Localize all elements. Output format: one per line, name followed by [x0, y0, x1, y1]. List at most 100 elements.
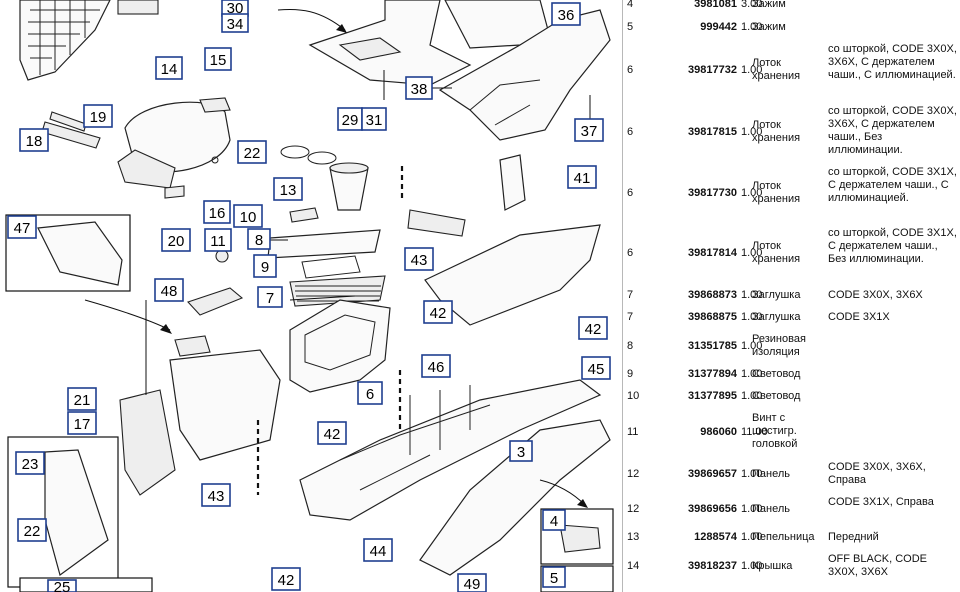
callout-29: 29 [337, 107, 363, 131]
svg-text:44: 44 [370, 543, 387, 560]
small-bracket [117, 0, 159, 15]
callout-22b: 22 [17, 518, 47, 542]
callout-7: 7 [257, 286, 283, 308]
svg-text:7: 7 [266, 290, 274, 307]
callout-3: 3 [509, 440, 533, 462]
svg-text:22: 22 [24, 523, 41, 540]
armrest-lid [117, 97, 231, 189]
side-panel-left [169, 349, 281, 461]
callout-47: 47 [7, 215, 37, 239]
svg-text:37: 37 [581, 123, 598, 140]
callout-48: 48 [154, 278, 184, 302]
parts-diagram: 30 34 36 14 15 38 29 31 37 19 18 22 13 4… [5, 0, 614, 592]
callout-15: 15 [204, 47, 232, 71]
console-base [299, 379, 602, 521]
svg-text:42: 42 [430, 305, 447, 322]
callout-13: 13 [273, 177, 303, 201]
callout-4: 4 [542, 509, 566, 531]
callout-46: 46 [421, 354, 451, 378]
lower-panel-right [419, 419, 611, 576]
callout-36: 36 [551, 2, 581, 26]
svg-text:38: 38 [411, 81, 428, 98]
callout-42d: 42 [578, 316, 608, 340]
callout-34: 34 [221, 13, 249, 33]
callout-44: 44 [363, 538, 393, 562]
cupholder-frame [438, 9, 611, 141]
svg-text:31: 31 [366, 112, 383, 129]
callout-37: 37 [574, 118, 604, 142]
bracket-left [119, 389, 176, 496]
callout-19: 19 [83, 104, 113, 128]
callout-42a: 42 [423, 300, 453, 324]
callout-25: 25 [47, 579, 77, 592]
callout-41: 41 [567, 165, 597, 189]
svg-text:17: 17 [74, 416, 91, 433]
svg-text:5: 5 [550, 570, 558, 587]
svg-text:42: 42 [278, 572, 295, 589]
callout-17: 17 [67, 411, 97, 435]
callout-14: 14 [155, 56, 183, 80]
svg-text:42: 42 [324, 426, 341, 443]
svg-text:15: 15 [210, 52, 227, 69]
callout-42c: 42 [317, 421, 347, 445]
callout-8: 8 [247, 228, 271, 250]
ashtray [329, 167, 369, 211]
storage-tray [289, 299, 391, 393]
callout-42b: 42 [271, 567, 301, 591]
svg-text:20: 20 [168, 233, 185, 250]
inset-box-47 [5, 214, 131, 292]
svg-text:18: 18 [26, 133, 43, 150]
svg-text:47: 47 [14, 220, 31, 237]
callout-43a: 43 [404, 247, 434, 271]
svg-text:43: 43 [411, 252, 428, 269]
svg-text:48: 48 [161, 283, 178, 300]
callout-6: 6 [357, 381, 383, 405]
svg-text:9: 9 [261, 259, 269, 276]
svg-text:46: 46 [428, 359, 445, 376]
svg-text:22: 22 [244, 145, 261, 162]
rubber-seal [267, 229, 381, 259]
svg-text:4: 4 [550, 513, 558, 530]
callout-30: 30 [221, 0, 249, 17]
svg-text:36: 36 [558, 7, 575, 24]
svg-text:14: 14 [161, 61, 178, 78]
svg-text:41: 41 [574, 170, 591, 187]
callout-9: 9 [253, 254, 277, 278]
mesh-panel [19, 0, 111, 81]
callout-31: 31 [361, 107, 387, 131]
svg-text:3: 3 [517, 444, 525, 461]
svg-text:19: 19 [90, 109, 107, 126]
svg-text:10: 10 [240, 209, 257, 226]
svg-text:30: 30 [227, 0, 244, 17]
callout-10: 10 [233, 204, 263, 228]
callout-21: 21 [67, 387, 97, 411]
svg-text:49: 49 [464, 576, 481, 592]
callout-43b: 43 [201, 483, 231, 507]
svg-text:8: 8 [255, 232, 263, 249]
callout-45: 45 [581, 356, 611, 380]
callout-16: 16 [203, 200, 231, 224]
svg-text:16: 16 [209, 205, 226, 222]
callout-38: 38 [405, 76, 433, 100]
svg-text:6: 6 [366, 386, 374, 403]
callout-5: 5 [542, 566, 566, 588]
svg-text:34: 34 [227, 16, 244, 33]
screw [215, 249, 229, 263]
callout-11: 11 [204, 228, 232, 252]
svg-text:42: 42 [585, 321, 602, 338]
svg-text:29: 29 [342, 112, 359, 129]
svg-text:21: 21 [74, 392, 91, 409]
svg-text:43: 43 [208, 488, 225, 505]
svg-text:45: 45 [588, 361, 605, 378]
console-upper-frame [308, 0, 472, 86]
svg-text:13: 13 [280, 182, 297, 199]
callout-20: 20 [161, 228, 191, 252]
callout-23: 23 [15, 451, 45, 475]
svg-text:11: 11 [210, 233, 226, 250]
svg-text:25: 25 [54, 579, 71, 592]
callout-18: 18 [19, 128, 49, 152]
callout-22: 22 [237, 140, 267, 164]
callout-49: 49 [457, 573, 487, 592]
svg-text:23: 23 [22, 456, 39, 473]
